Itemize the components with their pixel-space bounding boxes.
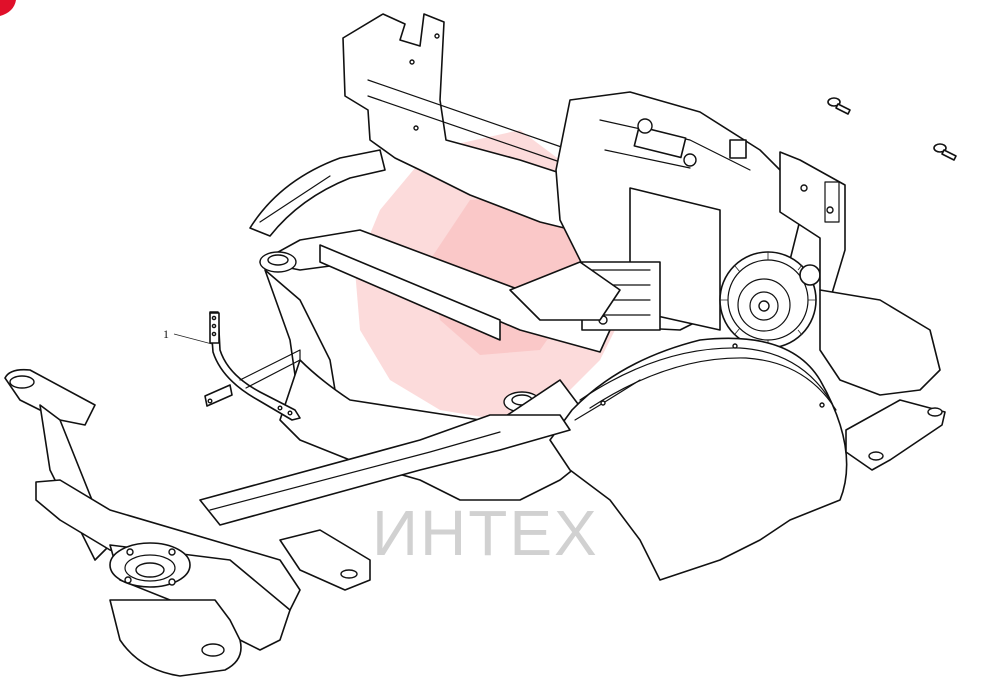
front-axle-support	[4, 368, 371, 677]
callout-1: 1	[163, 327, 213, 345]
right-rear-fender	[819, 289, 946, 471]
cross-member	[199, 414, 571, 526]
bolts	[827, 97, 957, 161]
callout-number: 1	[163, 327, 169, 341]
bracket-part-1	[204, 311, 301, 421]
left-rear-fender	[249, 149, 386, 237]
right-fender	[549, 337, 848, 581]
main-frame	[259, 229, 611, 501]
watermark-text: ИНТЕХ	[372, 497, 599, 569]
flywheel	[719, 251, 821, 349]
corner-marker	[0, 0, 16, 16]
